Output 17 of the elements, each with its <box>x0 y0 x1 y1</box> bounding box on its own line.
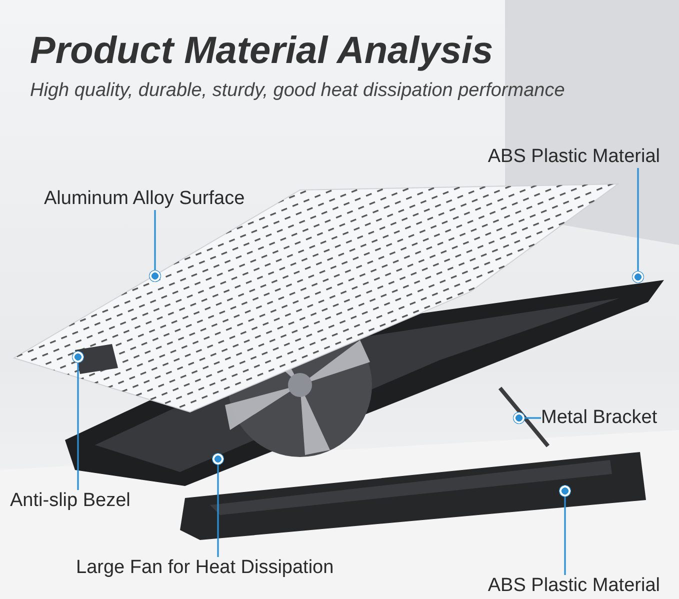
part-label: Aluminum Alloy Surface <box>44 188 272 210</box>
callout-dot <box>149 270 161 282</box>
callout-dot <box>632 271 644 283</box>
leader-line <box>154 210 156 270</box>
leader-line <box>564 497 566 575</box>
part-label: Large Fan for Heat Dissipation <box>76 557 366 579</box>
leader-line <box>525 417 541 419</box>
part-label: ABS Plastic Material <box>470 575 660 597</box>
title: Product Material Analysis <box>30 30 494 73</box>
callout-dot <box>513 412 525 424</box>
leader-line <box>77 363 79 490</box>
subtitle: High quality, durable, sturdy, good heat dissipation performance <box>30 80 565 102</box>
part-label: Anti-slip Bezel <box>10 490 152 512</box>
leader-line <box>217 465 219 557</box>
part-label: ABS Plastic Material <box>470 146 660 168</box>
part-label: Metal Bracket <box>541 407 675 429</box>
leader-line <box>637 168 639 271</box>
